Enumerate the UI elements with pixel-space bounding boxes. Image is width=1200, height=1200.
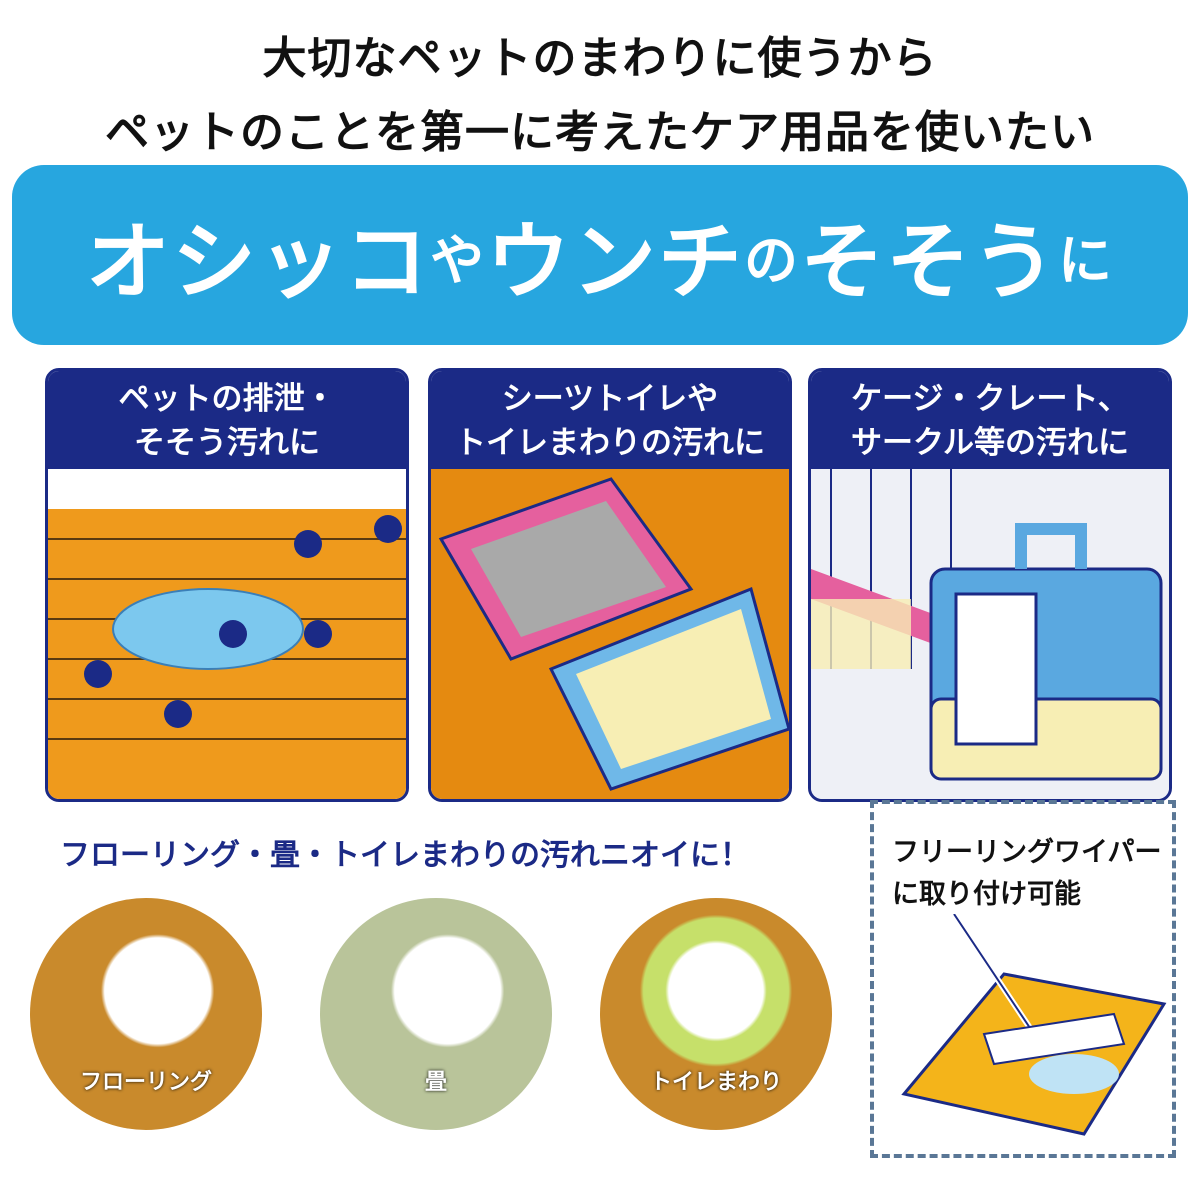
panel-floor: ペットの排泄・ そそう汚れに xyxy=(45,368,409,802)
photo-tatami: 畳 xyxy=(320,898,552,1130)
headline-line1: 大切なペットのまわりに使うから xyxy=(262,33,938,84)
photo-label: 畳 xyxy=(424,1070,447,1095)
panel-header: ケージ・クレート、 サークル等の汚れに xyxy=(811,371,1169,469)
banner-text-5: そそう xyxy=(800,212,1059,311)
wiper-illustration xyxy=(901,914,1167,1136)
wiper-note-box: フリーリングワイパー に取り付け可能 xyxy=(870,800,1176,1158)
panel-title-line2: トイレまわりの汚れに xyxy=(455,425,765,461)
panel-title-line1: ペットの排泄・ xyxy=(118,381,336,417)
cage-illustration xyxy=(811,469,1169,799)
banner: オシッコ や ウンチ の そそう に xyxy=(12,165,1188,345)
wiper-note-line2: に取り付け可能 xyxy=(892,879,1081,910)
banner-text-4: の xyxy=(744,228,800,292)
panel-title-line1: シーツトイレや xyxy=(501,381,719,417)
panel-header: ペットの排泄・ そそう汚れに xyxy=(48,371,406,469)
photo-label: トイレまわり xyxy=(649,1070,782,1095)
banner-text-6: に xyxy=(1058,228,1115,292)
headline-line2: ペットのことを第一に考えたケア用品を使いたい xyxy=(105,107,1095,158)
banner-text-2: や xyxy=(429,228,486,292)
banner-text-3: ウンチ xyxy=(485,212,744,311)
photo-label: フローリング xyxy=(79,1070,212,1095)
wiper-note-line1: フリーリングワイパー xyxy=(892,837,1162,868)
panel-cage: ケージ・クレート、 サークル等の汚れに xyxy=(808,368,1172,802)
panel-title-line2: そそう汚れに xyxy=(134,425,320,461)
panel-header: シーツトイレや トイレまわりの汚れに xyxy=(431,371,789,469)
panel-toilet: シーツトイレや トイレまわりの汚れに xyxy=(428,368,792,802)
panel-title-line2: サークル等の汚れに xyxy=(850,425,1130,461)
photo-flooring: フローリング xyxy=(30,898,262,1130)
toilet-illustration xyxy=(431,469,789,799)
banner-text-1: オシッコ xyxy=(85,212,430,311)
panel-title-line1: ケージ・クレート、 xyxy=(851,381,1129,417)
floor-illustration xyxy=(48,469,406,799)
subheading: フローリング・畳・トイレまわりの汚れニオイに！ xyxy=(60,838,750,873)
photo-toilet-area: トイレまわり xyxy=(600,898,832,1130)
